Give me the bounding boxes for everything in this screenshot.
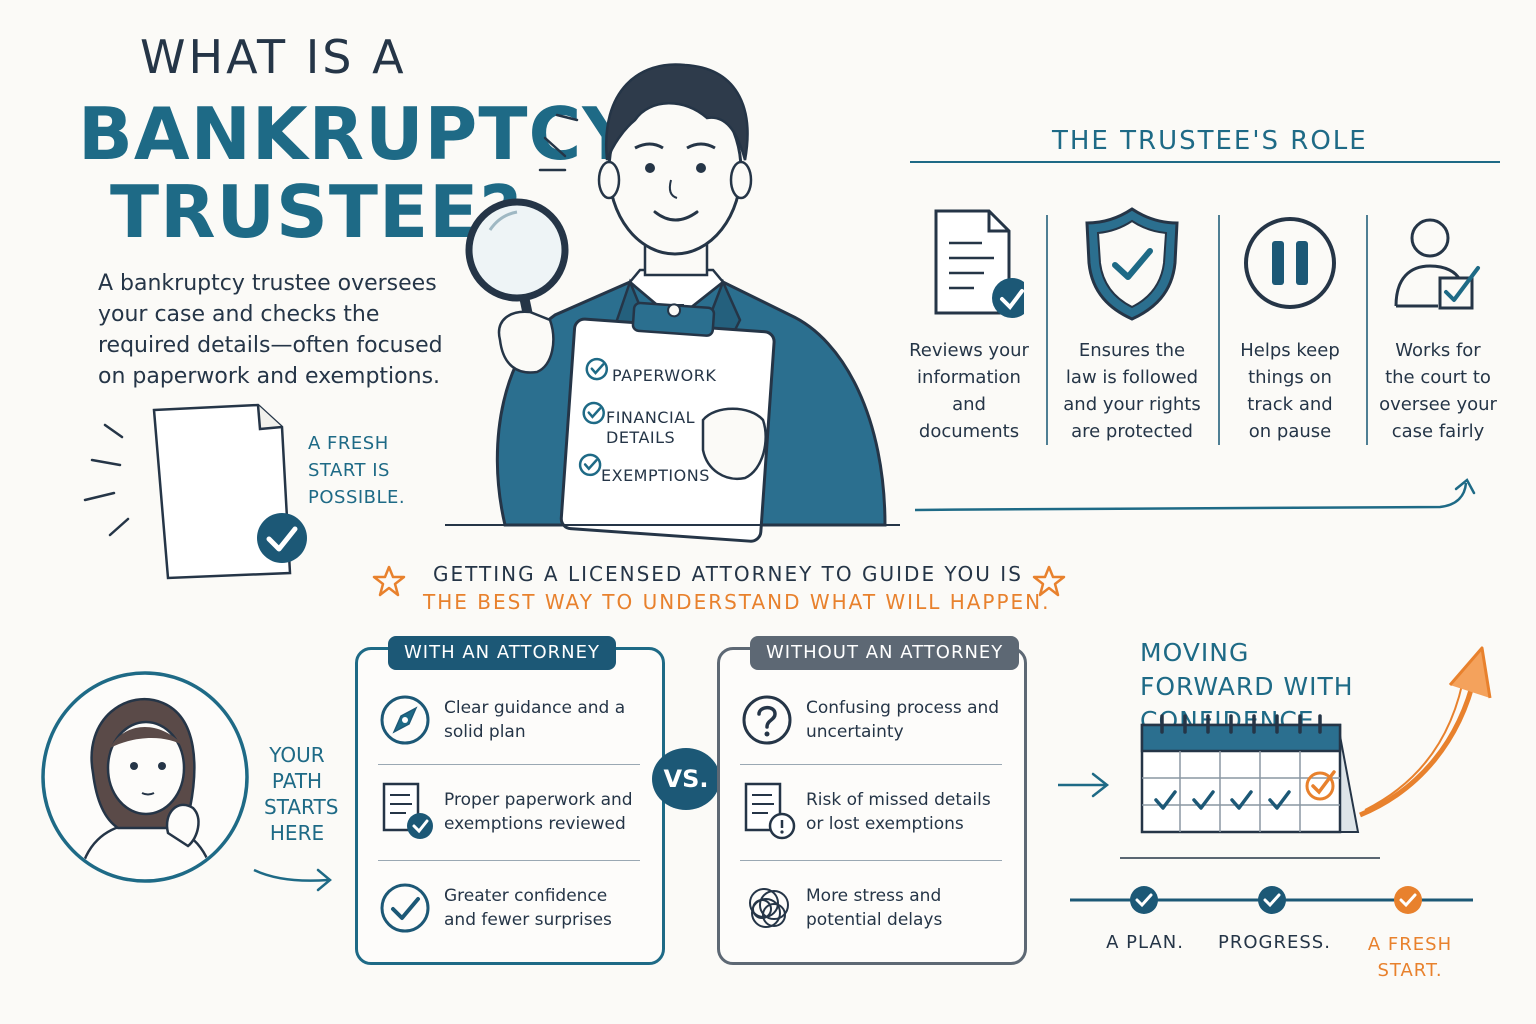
trustee-illustration (445, 63, 900, 543)
row-divider (378, 860, 640, 861)
with-attorney-row-text: Clear guidance and a solid plan (444, 698, 626, 742)
role-arrow-icon (914, 478, 1476, 512)
banner-line-1: GETTING A LICENSED ATTORNEY TO GUIDE YOU… (433, 562, 1023, 586)
with-attorney-row-text: Greater confidence and fewer surprises (444, 886, 612, 930)
timeline-label-plan: A PLAN. (1106, 932, 1184, 953)
with-attorney-card: WITH AN ATTORNEY Clear guidance and a so… (355, 636, 665, 965)
without-attorney-row-text: Risk of missed details or lost exemption… (806, 790, 991, 834)
timeline-step-3 (1394, 886, 1422, 914)
role-column-divider (1218, 215, 1220, 445)
with-attorney-heading: WITH AN ATTORNEY (388, 636, 616, 670)
role-title: THE TRUSTEE'S ROLE (1052, 126, 1368, 156)
clipboard-item-financial-details: FINANCIAL DETAILS (606, 408, 696, 447)
shield-check-icon (1085, 206, 1179, 321)
document-check-icon (934, 209, 1024, 318)
pause-icon (1244, 216, 1336, 309)
star-icon (372, 565, 406, 597)
role-item-track: Helps keep things on track and on pause (1234, 200, 1346, 445)
timeline-step-1 (1130, 886, 1158, 914)
with-attorney-row: Greater confidence and fewer surprises (378, 868, 640, 948)
role-label-reviews: Reviews your information and documents (909, 340, 1029, 442)
compass-icon (380, 695, 430, 745)
person-check-icon (1394, 218, 1480, 309)
question-icon (742, 695, 792, 745)
calendar-illustration (1120, 646, 1492, 859)
check-circle-icon (380, 883, 430, 933)
without-attorney-row-text: Confusing process and uncertainty (806, 698, 1000, 742)
title-line-1: WHAT IS A (140, 30, 407, 84)
role-divider-top (910, 161, 1500, 163)
path-label: YOUR PATH STARTS HERE (264, 743, 339, 845)
fresh-start-document-illustration (83, 403, 307, 580)
vs-badge: VS. (652, 748, 720, 810)
intro-text: A bankruptcy trustee oversees your case … (98, 271, 443, 389)
with-attorney-row: Clear guidance and a solid plan (378, 680, 640, 760)
without-attorney-row: Confusing process and uncertainty (740, 680, 1002, 760)
role-label-track: Helps keep things on track and on pause (1240, 340, 1340, 442)
row-divider (378, 764, 640, 765)
role-label-law: Ensures the law is followed and your rig… (1063, 340, 1201, 442)
banner-line-2: THE BEST WAY TO UNDERSTAND WHAT WILL HAP… (423, 590, 1051, 614)
document-alert-icon (744, 782, 796, 840)
arrow-right-icon (253, 868, 332, 892)
clipboard-item-exemptions: EXEMPTIONS (601, 466, 710, 485)
without-attorney-row: Risk of missed details or lost exemption… (740, 772, 1002, 852)
clipboard-item-paperwork: PAPERWORK (612, 366, 717, 385)
without-attorney-row-text: More stress and potential delays (806, 886, 943, 930)
role-column-divider (1046, 215, 1048, 445)
with-attorney-row-text: Proper paperwork and exemptions reviewed (444, 790, 633, 834)
with-attorney-row: Proper paperwork and exemptions reviewed (378, 772, 640, 852)
without-attorney-card: WITHOUT AN ATTORNEY Confusing process an… (717, 636, 1027, 965)
without-attorney-heading: WITHOUT AN ATTORNEY (750, 636, 1020, 670)
without-attorney-row: More stress and potential delays (740, 868, 1002, 948)
role-label-court: Works for the court to oversee your case… (1379, 340, 1497, 442)
timeline-step-2 (1258, 886, 1286, 914)
magnifying-glass-icon (465, 198, 569, 330)
document-check-icon (382, 782, 433, 839)
timeline-label-fresh-start: A FRESH START. (1367, 934, 1453, 981)
row-divider (740, 860, 1002, 861)
person-thinking-illustration (41, 671, 249, 883)
role-item-law: Ensures the law is followed and your rig… (1062, 200, 1202, 445)
arrow-right-icon (1058, 772, 1110, 798)
fresh-start-note: A FRESH START IS POSSIBLE. (308, 433, 406, 508)
check-circle-icon (257, 513, 307, 563)
progress-timeline (1070, 886, 1473, 914)
role-column-divider (1366, 215, 1368, 445)
timeline-label-progress: PROGRESS. (1218, 932, 1331, 953)
star-icon (1032, 565, 1066, 597)
tangle-icon (749, 888, 789, 928)
row-divider (740, 764, 1002, 765)
title-line-2: BANKRUPTCY (78, 92, 636, 176)
role-item-reviews: Reviews your information and documents (902, 200, 1036, 445)
title-line-3: TRUSTEE? (110, 170, 523, 254)
role-item-court: Works for the court to oversee your case… (1378, 200, 1498, 445)
